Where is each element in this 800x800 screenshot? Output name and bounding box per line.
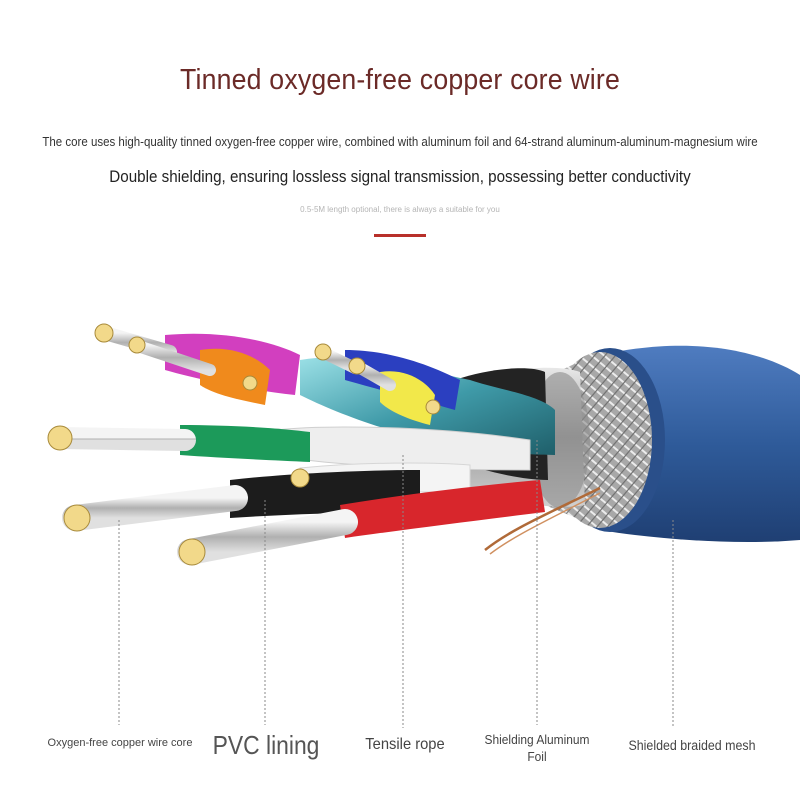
page-title: Tinned oxygen-free copper core wire <box>180 64 620 96</box>
core-end-5 <box>348 357 366 375</box>
label-copper-core: Oxygen-free copper wire core <box>47 737 193 749</box>
core-strands-orange <box>129 339 216 376</box>
description-line-1: The core uses high-quality tinned oxygen… <box>42 135 758 149</box>
length-note: 0.5-5M length optional, there is always … <box>300 205 500 214</box>
drain-wire <box>484 486 601 551</box>
core-strands-black <box>62 485 248 531</box>
core-end-8 <box>290 468 310 488</box>
label-aluminum-foil: Shielding Aluminum Foil <box>484 732 590 764</box>
core-end-9 <box>63 504 91 532</box>
core-end-7 <box>47 425 73 451</box>
core-end-2 <box>128 336 146 354</box>
description-line-2: Double shielding, ensuring lossless sign… <box>109 168 691 186</box>
label-pvc-lining: PVC lining <box>212 730 320 760</box>
tensile-rope <box>274 426 531 471</box>
core-end-1 <box>94 323 114 343</box>
core-end-3 <box>242 375 258 391</box>
green-wire <box>180 425 310 462</box>
accent-divider <box>374 234 426 237</box>
label-tensile-rope: Tensile rope <box>365 736 445 753</box>
core-strands-red <box>177 509 358 565</box>
red-wire <box>340 480 545 538</box>
orange-wire <box>200 348 270 405</box>
label-braided-mesh: Shielded braided mesh <box>628 738 756 753</box>
core-end-6 <box>425 399 441 415</box>
core-strands-green <box>49 427 196 451</box>
core-end-4 <box>314 343 332 361</box>
core-end-10 <box>178 538 206 566</box>
